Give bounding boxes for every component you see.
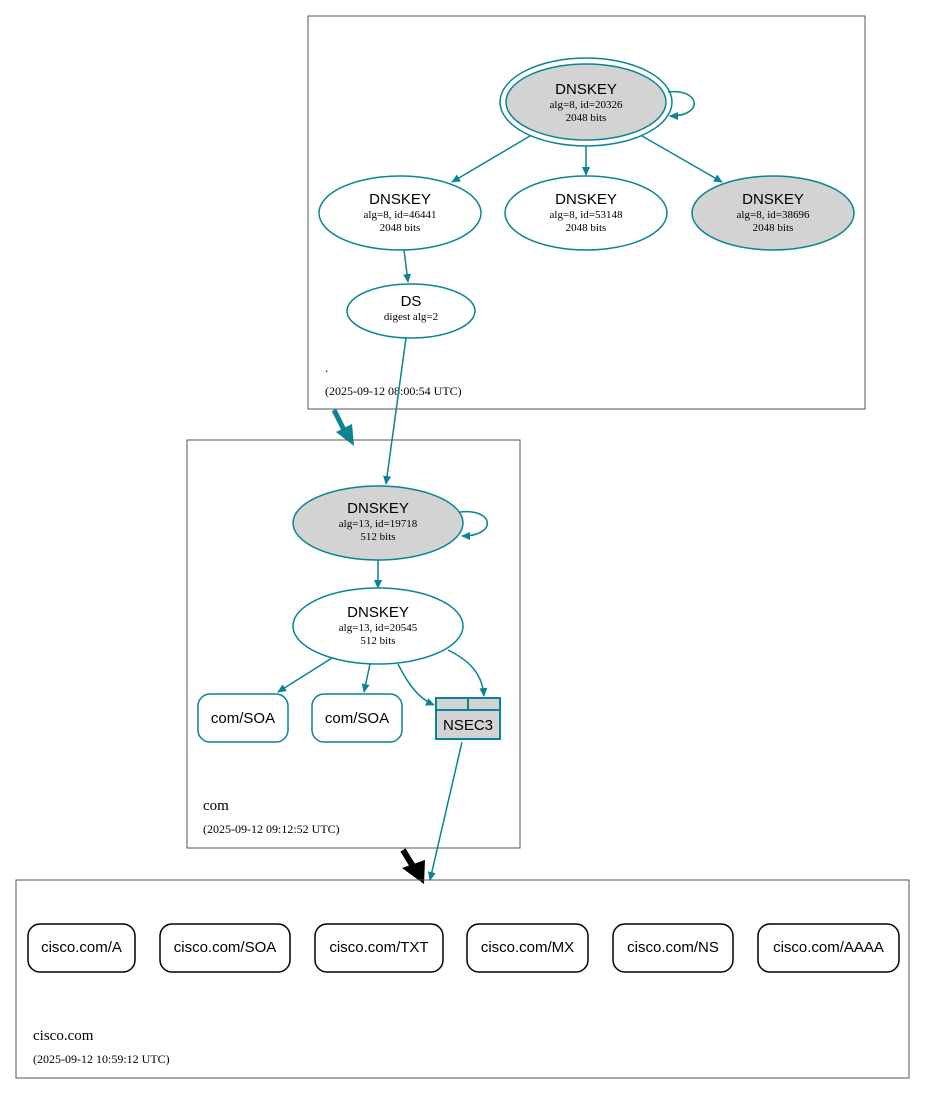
- node-root-ds-title: DS: [401, 293, 422, 310]
- record-node-shape: [159, 923, 291, 973]
- node-root-ksk-line1: alg=8, id=20326: [550, 99, 623, 111]
- node-root-zsk3-line2: 2048 bits: [753, 222, 794, 234]
- zone-com-name: com: [203, 798, 229, 814]
- node-root-zsk1-line1: alg=8, id=46441: [364, 209, 437, 221]
- record-node: cisco.com/MX: [466, 923, 589, 973]
- zone-cisco-name: cisco.com: [33, 1028, 94, 1044]
- record-node-label: cisco.com/SOA: [174, 939, 277, 956]
- node-root-ds: DS digest alg=2: [346, 283, 476, 339]
- record-node: cisco.com/A: [27, 923, 136, 973]
- record-node-shape: [757, 923, 900, 973]
- record-node-shape: [466, 923, 589, 973]
- edge-com-zsk-to-soa2: [361, 663, 371, 693]
- delegation-arrow-root-to-com: [331, 408, 354, 446]
- node-root-zsk2: DNSKEY alg=8, id=53148 2048 bits: [504, 175, 668, 251]
- edge-root-ksk-to-zsk3: [641, 135, 723, 183]
- node-root-ds-shape: [346, 283, 476, 339]
- zone-cisco-border: [15, 879, 910, 1079]
- record-node-shape: [27, 923, 136, 973]
- com-edges: [277, 510, 488, 881]
- node-root-zsk1: DNSKEY alg=8, id=46441 2048 bits: [318, 175, 482, 251]
- node-com-nsec3-label: NSEC3: [443, 717, 493, 734]
- edge-nsec3-to-cisco: [427, 741, 463, 881]
- node-root-zsk3-line1: alg=8, id=38696: [737, 209, 810, 221]
- node-root-zsk3-title: DNSKEY: [742, 191, 804, 208]
- zone-root-timestamp: (2025-09-12 08:00:54 UTC): [325, 384, 462, 398]
- edge-com-zsk-to-nsec3-b: [447, 649, 488, 697]
- node-root-zsk2-shape: [504, 175, 668, 251]
- node-root-ksk-shape: [505, 63, 667, 141]
- record-node: cisco.com/SOA: [159, 923, 291, 973]
- zone-com: com (2025-09-12 09:12:52 UTC): [186, 439, 521, 849]
- node-root-ds-line1: digest alg=2: [384, 311, 438, 323]
- node-root-zsk2-line1: alg=8, id=53148: [550, 209, 623, 221]
- node-com-ksk-shape: [292, 485, 464, 561]
- node-com-soa1-label: com/SOA: [211, 710, 275, 727]
- zone-cisco: cisco.com (2025-09-12 10:59:12 UTC): [15, 879, 910, 1079]
- node-root-ksk-title: DNSKEY: [555, 81, 617, 98]
- node-com-ksk-line2: 512 bits: [360, 531, 395, 543]
- node-com-soa2-shape: [311, 693, 403, 743]
- zone-com-timestamp: (2025-09-12 09:12:52 UTC): [203, 822, 340, 836]
- node-com-zsk-line1: alg=13, id=20545: [339, 622, 418, 634]
- zone-com-border: [186, 439, 521, 849]
- record-node-label: cisco.com/A: [41, 939, 122, 956]
- record-node-label: cisco.com/AAAA: [773, 939, 884, 956]
- record-node-shape: [612, 923, 734, 973]
- delegation-arrow-com-to-cisco: [400, 848, 425, 884]
- node-com-ksk-title: DNSKEY: [347, 500, 409, 517]
- node-root-zsk3: DNSKEY alg=8, id=38696 2048 bits: [691, 175, 855, 251]
- node-com-ksk: DNSKEY alg=13, id=19718 512 bits: [292, 485, 464, 561]
- node-com-zsk: DNSKEY alg=13, id=20545 512 bits: [292, 587, 464, 665]
- node-root-zsk1-title: DNSKEY: [369, 191, 431, 208]
- node-com-ksk-line1: alg=13, id=19718: [339, 518, 418, 530]
- node-com-zsk-shape: [292, 587, 464, 665]
- edge-com-zsk-to-soa1: [277, 657, 333, 693]
- node-root-zsk2-title: DNSKEY: [555, 191, 617, 208]
- zone-root-name: .: [325, 360, 328, 375]
- node-com-soa1-shape: [197, 693, 289, 743]
- record-node: cisco.com/AAAA: [757, 923, 900, 973]
- zone-cisco-timestamp: (2025-09-12 10:59:12 UTC): [33, 1052, 170, 1066]
- edge-root-ksk-self: [667, 90, 695, 120]
- root-edges: [383, 90, 723, 485]
- record-node-shape: [314, 923, 444, 973]
- node-root-ksk-outer: [499, 57, 673, 147]
- node-com-zsk-line2: 512 bits: [360, 635, 395, 647]
- record-node-label: cisco.com/NS: [627, 939, 719, 956]
- record-node-label: cisco.com/MX: [481, 939, 574, 956]
- node-root-ksk: DNSKEY alg=8, id=20326 2048 bits: [499, 57, 673, 147]
- record-node-label: cisco.com/TXT: [329, 939, 428, 956]
- node-root-zsk2-line2: 2048 bits: [566, 222, 607, 234]
- record-node: cisco.com/TXT: [314, 923, 444, 973]
- zone-root: . (2025-09-12 08:00:54 UTC): [307, 15, 866, 410]
- node-root-ksk-line2: 2048 bits: [566, 112, 607, 124]
- edge-com-zsk-to-nsec3-a: [397, 663, 435, 706]
- record-node: cisco.com/NS: [612, 923, 734, 973]
- edge-root-ds-to-com-ksk: [383, 337, 407, 485]
- zone-root-border: [307, 15, 866, 410]
- node-root-zsk1-line2: 2048 bits: [380, 222, 421, 234]
- edge-com-ksk-self: [459, 510, 488, 540]
- node-com-zsk-title: DNSKEY: [347, 604, 409, 621]
- node-root-zsk3-shape: [691, 175, 855, 251]
- node-com-soa1: com/SOA: [197, 693, 289, 743]
- edge-root-zsk1-to-ds: [403, 249, 411, 283]
- node-com-soa2: com/SOA: [311, 693, 403, 743]
- node-com-nsec3: NSEC3: [435, 697, 501, 740]
- node-root-zsk1-shape: [318, 175, 482, 251]
- node-com-soa2-label: com/SOA: [325, 710, 389, 727]
- edge-root-ksk-to-zsk1: [451, 135, 531, 183]
